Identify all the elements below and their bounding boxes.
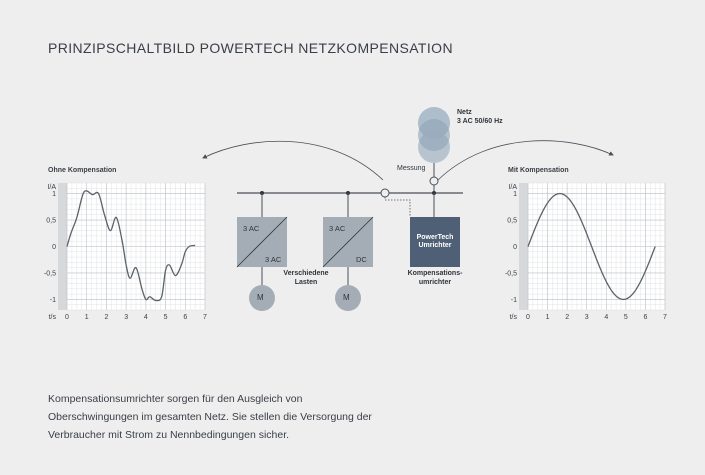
y-tick-label: 0,5 bbox=[507, 218, 517, 225]
x-axis-label: t/s bbox=[49, 314, 57, 321]
x-tick-label: 7 bbox=[663, 314, 667, 321]
x-tick-label: 6 bbox=[643, 314, 647, 321]
series-line bbox=[66, 190, 196, 302]
y-tick-label: 0 bbox=[52, 244, 56, 251]
chart-title: Mit Kompensation bbox=[508, 167, 569, 174]
y-tick-label: 1 bbox=[52, 191, 56, 198]
converter-2-top-label: 3 AC bbox=[329, 224, 346, 233]
measurement-line bbox=[384, 197, 411, 217]
x-axis-label: t/s bbox=[510, 314, 518, 321]
x-tick-label: 5 bbox=[164, 314, 168, 321]
x-tick-label: 4 bbox=[604, 314, 608, 321]
y-axis-label: I/A bbox=[508, 184, 517, 191]
page-title: PRINZIPSCHALTBILD POWERTECH NETZKOMPENSA… bbox=[48, 40, 453, 56]
powertech-label-1: PowerTech bbox=[416, 234, 454, 241]
x-tick-label: 1 bbox=[85, 314, 89, 321]
powertech-box bbox=[410, 217, 460, 267]
x-tick-label: 1 bbox=[546, 314, 550, 321]
measurement-point bbox=[380, 188, 390, 198]
motor-1 bbox=[249, 285, 275, 311]
x-tick-label: 5 bbox=[624, 314, 628, 321]
y-tick-label: -0,5 bbox=[44, 270, 56, 277]
y-tick-label: 0 bbox=[513, 244, 517, 251]
x-tick-label: 0 bbox=[526, 314, 530, 321]
grid-spec: 3 AC 50/60 Hz bbox=[457, 118, 503, 125]
measurement-label: Messung bbox=[397, 165, 426, 172]
arrow-left bbox=[202, 140, 384, 181]
grid-label: Netz bbox=[457, 109, 472, 116]
compensation-label-2: umrichter bbox=[418, 279, 452, 286]
compensation-label-1: Kompensations- bbox=[407, 270, 463, 277]
loads-label-2: Lasten bbox=[294, 279, 318, 286]
x-tick-label: 4 bbox=[144, 314, 148, 321]
y-axis-label: I/A bbox=[47, 184, 56, 191]
motor-2-label: M bbox=[343, 293, 350, 302]
y-tick-label: -0,5 bbox=[505, 270, 517, 277]
motor-1-label: M bbox=[257, 293, 264, 302]
arrow-right bbox=[437, 140, 614, 181]
y-tick-label: -1 bbox=[511, 297, 517, 304]
x-tick-label: 6 bbox=[183, 314, 187, 321]
chart-title: Ohne Kompensation bbox=[48, 167, 116, 174]
chart-with-compensation: Mit Kompensation 1 0,5 0 -0,5 -1 I/A 0 1 2 3 4 5 6 7 t/… bbox=[505, 167, 667, 321]
series-line bbox=[527, 192, 656, 301]
y-axis-strip bbox=[519, 183, 528, 310]
x-tick-label: 3 bbox=[124, 314, 128, 321]
y-tick-label: -1 bbox=[50, 297, 56, 304]
y-tick-label: 0,5 bbox=[46, 218, 56, 225]
converter-1-bottom-label: 3 AC bbox=[265, 255, 282, 264]
loads-label-1: Verschiedene bbox=[283, 270, 329, 277]
x-tick-label: 3 bbox=[585, 314, 589, 321]
caption-text: Kompensationsumrichter sorgen für den Au… bbox=[48, 393, 372, 441]
measurement-point-2 bbox=[429, 176, 439, 186]
x-tick-label: 7 bbox=[203, 314, 207, 321]
converter-2-bottom-label: DC bbox=[356, 255, 367, 264]
chart-without-compensation: Ohne Kompensation 1 0,5 0 -0,5 -1 I/A 0 1 2 3 4 5 6 7 t… bbox=[44, 167, 207, 321]
y-tick-label: 1 bbox=[513, 191, 517, 198]
x-tick-label: 2 bbox=[104, 314, 108, 321]
motor-2 bbox=[335, 285, 361, 311]
x-tick-label: 0 bbox=[65, 314, 69, 321]
x-tick-label: 2 bbox=[565, 314, 569, 321]
powertech-label-2: Umrichter bbox=[418, 242, 452, 249]
y-axis-strip bbox=[58, 183, 67, 310]
converter-1-top-label: 3 AC bbox=[243, 224, 260, 233]
